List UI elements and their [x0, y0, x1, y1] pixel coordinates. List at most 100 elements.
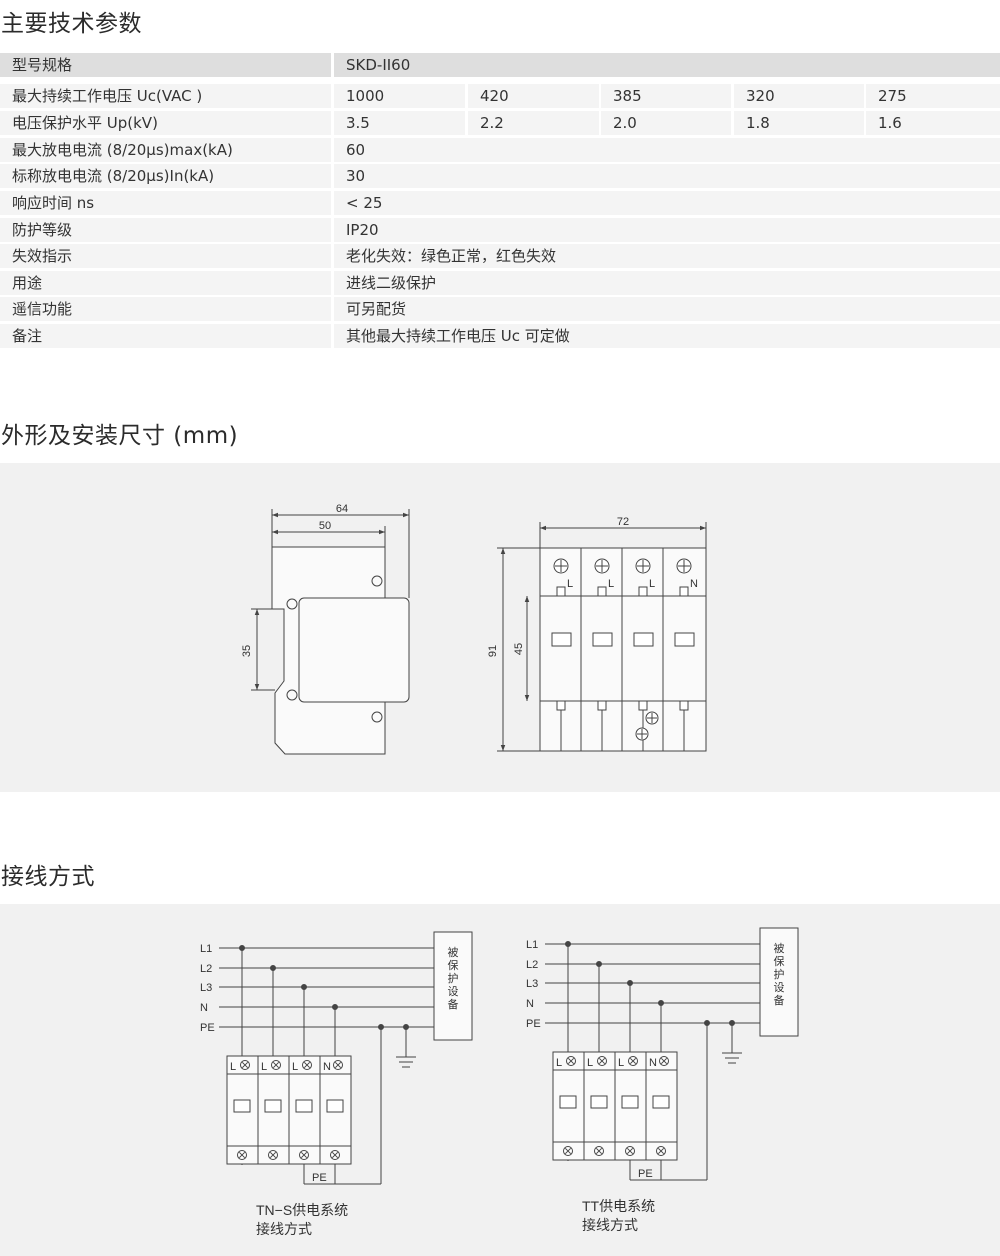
- bus-label: L3: [200, 982, 212, 994]
- row-value-cell: 320: [734, 84, 864, 108]
- terminal-cross: [241, 1061, 249, 1069]
- dim-64-label: 64: [336, 503, 348, 515]
- row-value-cell: IP20: [334, 218, 1000, 242]
- indicator-window: [633, 632, 654, 647]
- table-row: 标称放电电流 (8/20μs)In(kA)30: [0, 164, 1000, 188]
- row-label-cell: 最大放电电流 (8/20μs)max(kA): [0, 138, 331, 162]
- device-label-char: 被: [774, 942, 785, 955]
- row-value-cell: 2.2: [468, 111, 599, 135]
- terminal-cross: [657, 1147, 665, 1155]
- row-label-cell: 电压保护水平 Up(kV): [0, 111, 331, 135]
- terminal-cross: [626, 1147, 634, 1155]
- module-window: [559, 1095, 577, 1109]
- junction-dot: [565, 941, 571, 947]
- table-row: 失效指示老化失效：绿色正常，红色失效: [0, 244, 1000, 268]
- device-label-char: 护: [774, 967, 785, 981]
- row-label-cell: 遥信功能: [0, 297, 331, 321]
- row-value-cell: 1.6: [866, 111, 1000, 135]
- diagram-caption-line2: 接线方式: [582, 1217, 638, 1233]
- bus-label: PE: [526, 1018, 541, 1030]
- table-row: 备注其他最大持续工作电压 Uc 可定做: [0, 324, 1000, 348]
- table-row: 用途进线二级保护: [0, 271, 1000, 295]
- module-terminal-label: N: [649, 1057, 657, 1069]
- row-value-cell: 30: [334, 164, 1000, 188]
- row-label-cell: 响应时间 ns: [0, 191, 331, 215]
- bus-label: L2: [526, 959, 538, 971]
- terminal-cross: [331, 1151, 339, 1159]
- module-window: [326, 1099, 344, 1113]
- module-terminal-label: L: [292, 1061, 298, 1073]
- terminal-label: L: [649, 578, 655, 590]
- module-window: [233, 1099, 251, 1113]
- bus-label: L1: [526, 939, 538, 951]
- row-value-cell: 420: [468, 84, 599, 108]
- protected-device-box: [759, 927, 799, 1037]
- dim-91-label: 91: [487, 645, 499, 657]
- pe-label: PE: [312, 1172, 327, 1184]
- header-label-cell: 型号规格: [0, 53, 331, 77]
- module-window: [621, 1095, 639, 1109]
- indicator-window: [674, 632, 695, 647]
- terminal-cross: [564, 1147, 572, 1155]
- row-value-cell: 其他最大持续工作电压 Uc 可定做: [334, 324, 1000, 348]
- terminal-cross: [272, 1061, 280, 1069]
- terminal-label: L: [567, 578, 573, 590]
- bottom-terminal: [638, 700, 648, 711]
- diagram-caption-line1: TN−S供电系统: [256, 1202, 348, 1218]
- bottom-terminal: [556, 700, 566, 711]
- bus-label: L3: [526, 978, 538, 990]
- module-terminal-label: N: [323, 1061, 331, 1073]
- device-label-char: 备: [774, 993, 785, 1007]
- tt-wiring-diagram: [545, 927, 799, 1181]
- device-label-char: 保: [774, 954, 785, 968]
- indicator-window: [551, 632, 572, 647]
- junction-dot: [332, 1004, 338, 1010]
- terminal-cross: [303, 1061, 311, 1069]
- module-terminal-label: L: [618, 1057, 624, 1069]
- bus-label: L2: [200, 963, 212, 975]
- terminal-cross: [629, 1057, 637, 1065]
- top-terminal: [597, 586, 607, 597]
- terminal-cross: [595, 1147, 603, 1155]
- row-value-cell: 275: [866, 84, 1000, 108]
- bus-label: N: [526, 998, 534, 1010]
- bus-label: N: [200, 1002, 208, 1014]
- junction-dot: [658, 1000, 664, 1006]
- module-window: [295, 1099, 313, 1113]
- terminal-label: L: [608, 578, 614, 590]
- row-value-cell: 2.0: [601, 111, 731, 135]
- bus-label: PE: [200, 1022, 215, 1034]
- bus-label: L1: [200, 943, 212, 955]
- module-terminal-label: L: [261, 1061, 267, 1073]
- row-value-cell: 385: [601, 84, 731, 108]
- table-row: 遥信功能可另配货: [0, 297, 1000, 321]
- wiring-section-title: 接线方式: [1, 864, 95, 890]
- terminal-cross: [269, 1151, 277, 1159]
- device-label-char: 设: [774, 981, 785, 994]
- device-label-char: 备: [448, 997, 459, 1011]
- row-label-cell: 用途: [0, 271, 331, 295]
- terminal-cross: [660, 1057, 668, 1065]
- module-terminal-label: L: [230, 1061, 236, 1073]
- indicator-window: [592, 632, 613, 647]
- row-value-cell: 1.8: [734, 111, 864, 135]
- pe-label: PE: [638, 1168, 653, 1180]
- top-terminal: [638, 586, 648, 597]
- row-label-cell: 防护等级: [0, 218, 331, 242]
- row-value-cell: 60: [334, 138, 1000, 162]
- dim-35-label: 35: [241, 645, 253, 657]
- terminal-cross: [598, 1057, 606, 1065]
- row-label-cell: 标称放电电流 (8/20μs)In(kA): [0, 164, 331, 188]
- dimensions-section-title: 外形及安装尺寸 (mm): [1, 423, 239, 449]
- row-value-cell: 老化失效：绿色正常，红色失效: [334, 244, 1000, 268]
- module-window: [652, 1095, 670, 1109]
- device-label-char: 设: [448, 985, 459, 998]
- terminal-cross: [567, 1057, 575, 1065]
- top-terminal: [556, 586, 566, 597]
- junction-dot: [596, 961, 602, 967]
- header-value-cell: SKD-II60: [334, 53, 1000, 77]
- row-label-cell: 失效指示: [0, 244, 331, 268]
